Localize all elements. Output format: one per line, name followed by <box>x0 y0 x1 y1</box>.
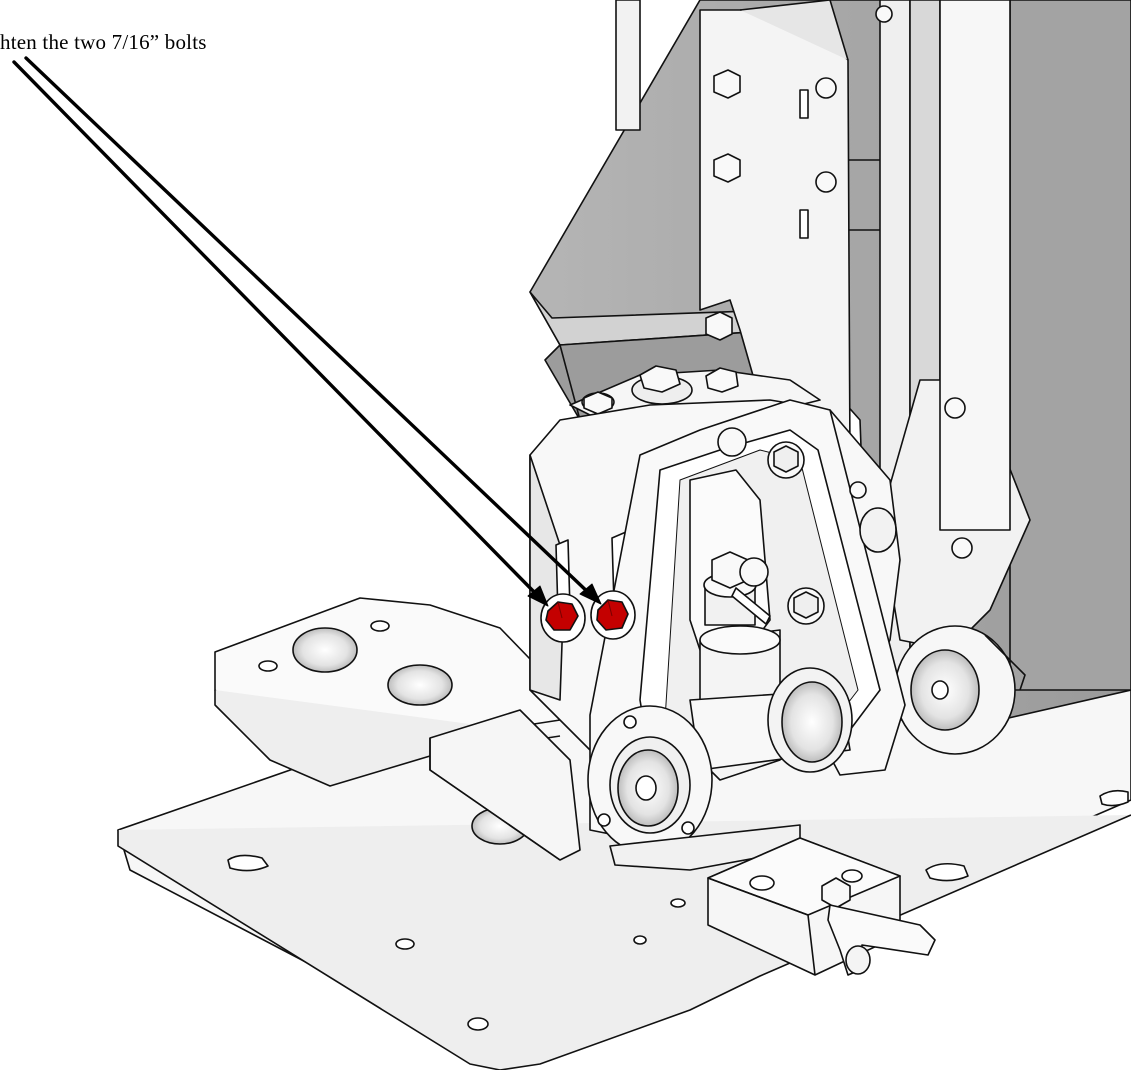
callout-label: hten the two 7/16” bolts <box>0 30 207 54</box>
right-arm <box>879 0 1031 755</box>
clamp-block <box>429 709 936 976</box>
highlighted-bolts <box>540 590 636 643</box>
upright-bracket <box>699 0 893 461</box>
leader-arrow-icon <box>12 60 542 600</box>
plate-bolts <box>717 427 897 625</box>
front-bearing <box>587 705 801 871</box>
hex-bolt-icon <box>596 599 629 631</box>
leader-arrow-icon <box>24 56 594 598</box>
shaft-assembly <box>689 469 853 781</box>
leader-lines <box>12 56 602 607</box>
